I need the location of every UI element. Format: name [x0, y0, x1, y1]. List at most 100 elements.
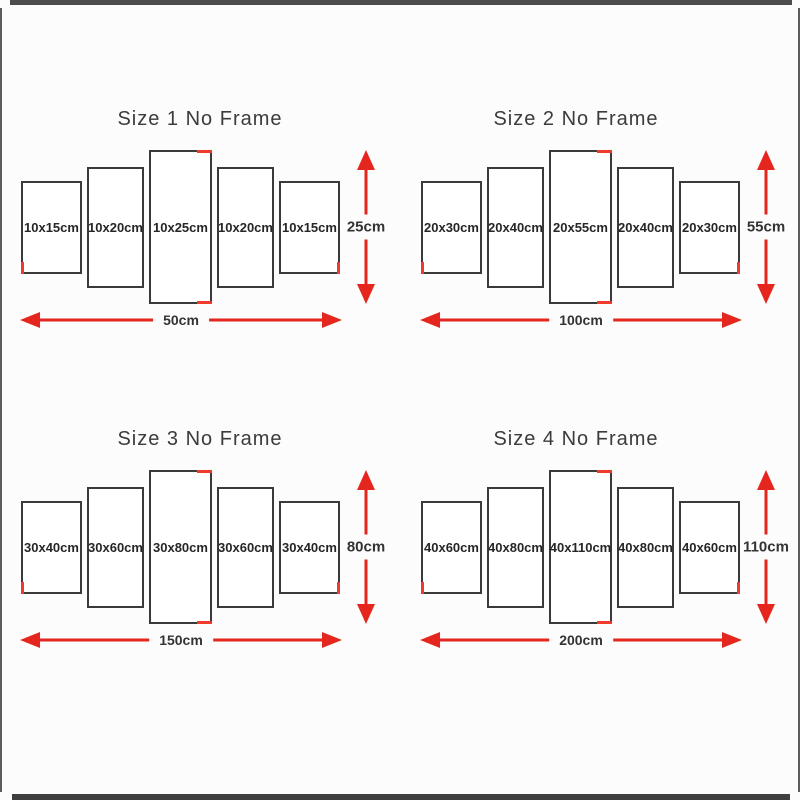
- corner-mark-icon: [597, 150, 612, 153]
- canvas-panel: 30x60cm: [217, 487, 274, 608]
- panel-size-label: 20x40cm: [618, 220, 673, 235]
- arrow-up-icon: [357, 150, 375, 170]
- canvas-panel: 40x110cm: [549, 470, 612, 624]
- corner-mark-icon: [737, 582, 740, 594]
- canvas-panel: 40x80cm: [617, 487, 674, 608]
- corner-mark-icon: [421, 582, 424, 594]
- height-label: 110cm: [742, 534, 790, 560]
- canvas-panel: 10x15cm: [21, 181, 82, 274]
- size-2-title: Size 2 No Frame: [493, 108, 659, 130]
- corner-mark-icon: [197, 150, 212, 153]
- height-arrow: 110cm: [742, 470, 790, 624]
- arrow-up-icon: [757, 470, 775, 490]
- size-2-diagram: Size 2 No Frame 20x30cm 20x40cm 20x55cm …: [400, 100, 800, 360]
- arrow-down-icon: [757, 284, 775, 304]
- corner-mark-icon: [597, 301, 612, 304]
- arrow-left-icon: [420, 312, 440, 328]
- size-3-diagram: Size 3 No Frame 30x40cm 30x60cm 30x80cm …: [0, 420, 400, 680]
- height-arrow: 25cm: [345, 150, 387, 304]
- corner-mark-icon: [597, 470, 612, 473]
- canvas-panel: 20x40cm: [617, 167, 674, 288]
- arrow-left-icon: [420, 632, 440, 648]
- arrow-down-icon: [757, 604, 775, 624]
- height-label: 55cm: [745, 214, 787, 240]
- arrow-right-icon: [322, 632, 342, 648]
- size-1-title: Size 1 No Frame: [117, 108, 283, 130]
- height-arrow: 80cm: [345, 470, 387, 624]
- panel-size-label: 40x110cm: [549, 539, 612, 555]
- height-label: 25cm: [345, 214, 387, 240]
- width-arrow: 150cm: [20, 632, 342, 648]
- panel-size-label: 20x55cm: [553, 219, 608, 235]
- width-label: 50cm: [153, 312, 209, 328]
- panel-size-label: 10x20cm: [88, 220, 143, 235]
- corner-mark-icon: [197, 301, 212, 304]
- arrow-right-icon: [322, 312, 342, 328]
- panel-size-label: 40x60cm: [682, 540, 737, 555]
- corner-mark-icon: [737, 262, 740, 274]
- size-4-diagram: Size 4 No Frame 40x60cm 40x80cm 40x110cm…: [400, 420, 800, 680]
- height-arrow: 55cm: [745, 150, 787, 304]
- panel-size-label: 20x40cm: [488, 220, 543, 235]
- panel-size-label: 30x60cm: [88, 540, 143, 555]
- width-arrow: 50cm: [20, 312, 342, 328]
- width-arrow: 200cm: [420, 632, 742, 648]
- canvas-panel: 40x60cm: [679, 501, 740, 594]
- panel-size-label: 40x60cm: [424, 540, 479, 555]
- panel-size-label: 30x80cm: [153, 539, 208, 555]
- arrow-up-icon: [357, 470, 375, 490]
- panel-size-label: 30x40cm: [24, 540, 79, 555]
- corner-mark-icon: [337, 582, 340, 594]
- arrow-left-icon: [20, 632, 40, 648]
- size-4-title: Size 4 No Frame: [493, 428, 659, 450]
- canvas-panel: 20x30cm: [679, 181, 740, 274]
- height-label: 80cm: [345, 534, 387, 560]
- canvas-panel: 20x40cm: [487, 167, 544, 288]
- arrow-down-icon: [357, 284, 375, 304]
- canvas-panel: 30x60cm: [87, 487, 144, 608]
- arrow-up-icon: [757, 150, 775, 170]
- canvas-panel: 10x25cm: [149, 150, 212, 304]
- frame-edge-left: [0, 8, 2, 792]
- canvas-panel: 10x20cm: [87, 167, 144, 288]
- corner-mark-icon: [421, 262, 424, 274]
- panel-size-label: 10x15cm: [24, 220, 79, 235]
- canvas-panel: 40x60cm: [421, 501, 482, 594]
- arrow-left-icon: [20, 312, 40, 328]
- canvas-panel: 10x15cm: [279, 181, 340, 274]
- width-label: 200cm: [549, 632, 613, 648]
- arrow-right-icon: [722, 632, 742, 648]
- panel-size-label: 40x80cm: [618, 540, 673, 555]
- width-label: 100cm: [549, 312, 613, 328]
- corner-mark-icon: [197, 470, 212, 473]
- canvas-panel: 10x20cm: [217, 167, 274, 288]
- panel-size-label: 30x60cm: [218, 540, 273, 555]
- canvas-panel: 20x55cm: [549, 150, 612, 304]
- canvas-panel: 30x80cm: [149, 470, 212, 624]
- panel-size-label: 10x20cm: [218, 220, 273, 235]
- panel-size-label: 20x30cm: [424, 220, 479, 235]
- canvas-panel: 30x40cm: [21, 501, 82, 594]
- arrow-right-icon: [722, 312, 742, 328]
- corner-mark-icon: [597, 621, 612, 624]
- size-1-diagram: Size 1 No Frame 10x15cm 10x20cm 10x25cm …: [0, 100, 400, 360]
- panel-size-label: 10x25cm: [153, 219, 208, 235]
- canvas-panel: 20x30cm: [421, 181, 482, 274]
- frame-edge-bottom: [12, 794, 790, 800]
- panel-size-label: 30x40cm: [282, 540, 337, 555]
- canvas-panel: 30x40cm: [279, 501, 340, 594]
- panel-size-label: 10x15cm: [282, 220, 337, 235]
- corner-mark-icon: [21, 262, 24, 274]
- corner-mark-icon: [197, 621, 212, 624]
- width-label: 150cm: [149, 632, 213, 648]
- width-arrow: 100cm: [420, 312, 742, 328]
- frame-edge-right: [798, 8, 800, 792]
- canvas-panel: 40x80cm: [487, 487, 544, 608]
- frame-edge-top: [10, 0, 792, 5]
- panel-size-label: 40x80cm: [488, 540, 543, 555]
- corner-mark-icon: [337, 262, 340, 274]
- arrow-down-icon: [357, 604, 375, 624]
- corner-mark-icon: [21, 582, 24, 594]
- size-3-title: Size 3 No Frame: [117, 428, 283, 450]
